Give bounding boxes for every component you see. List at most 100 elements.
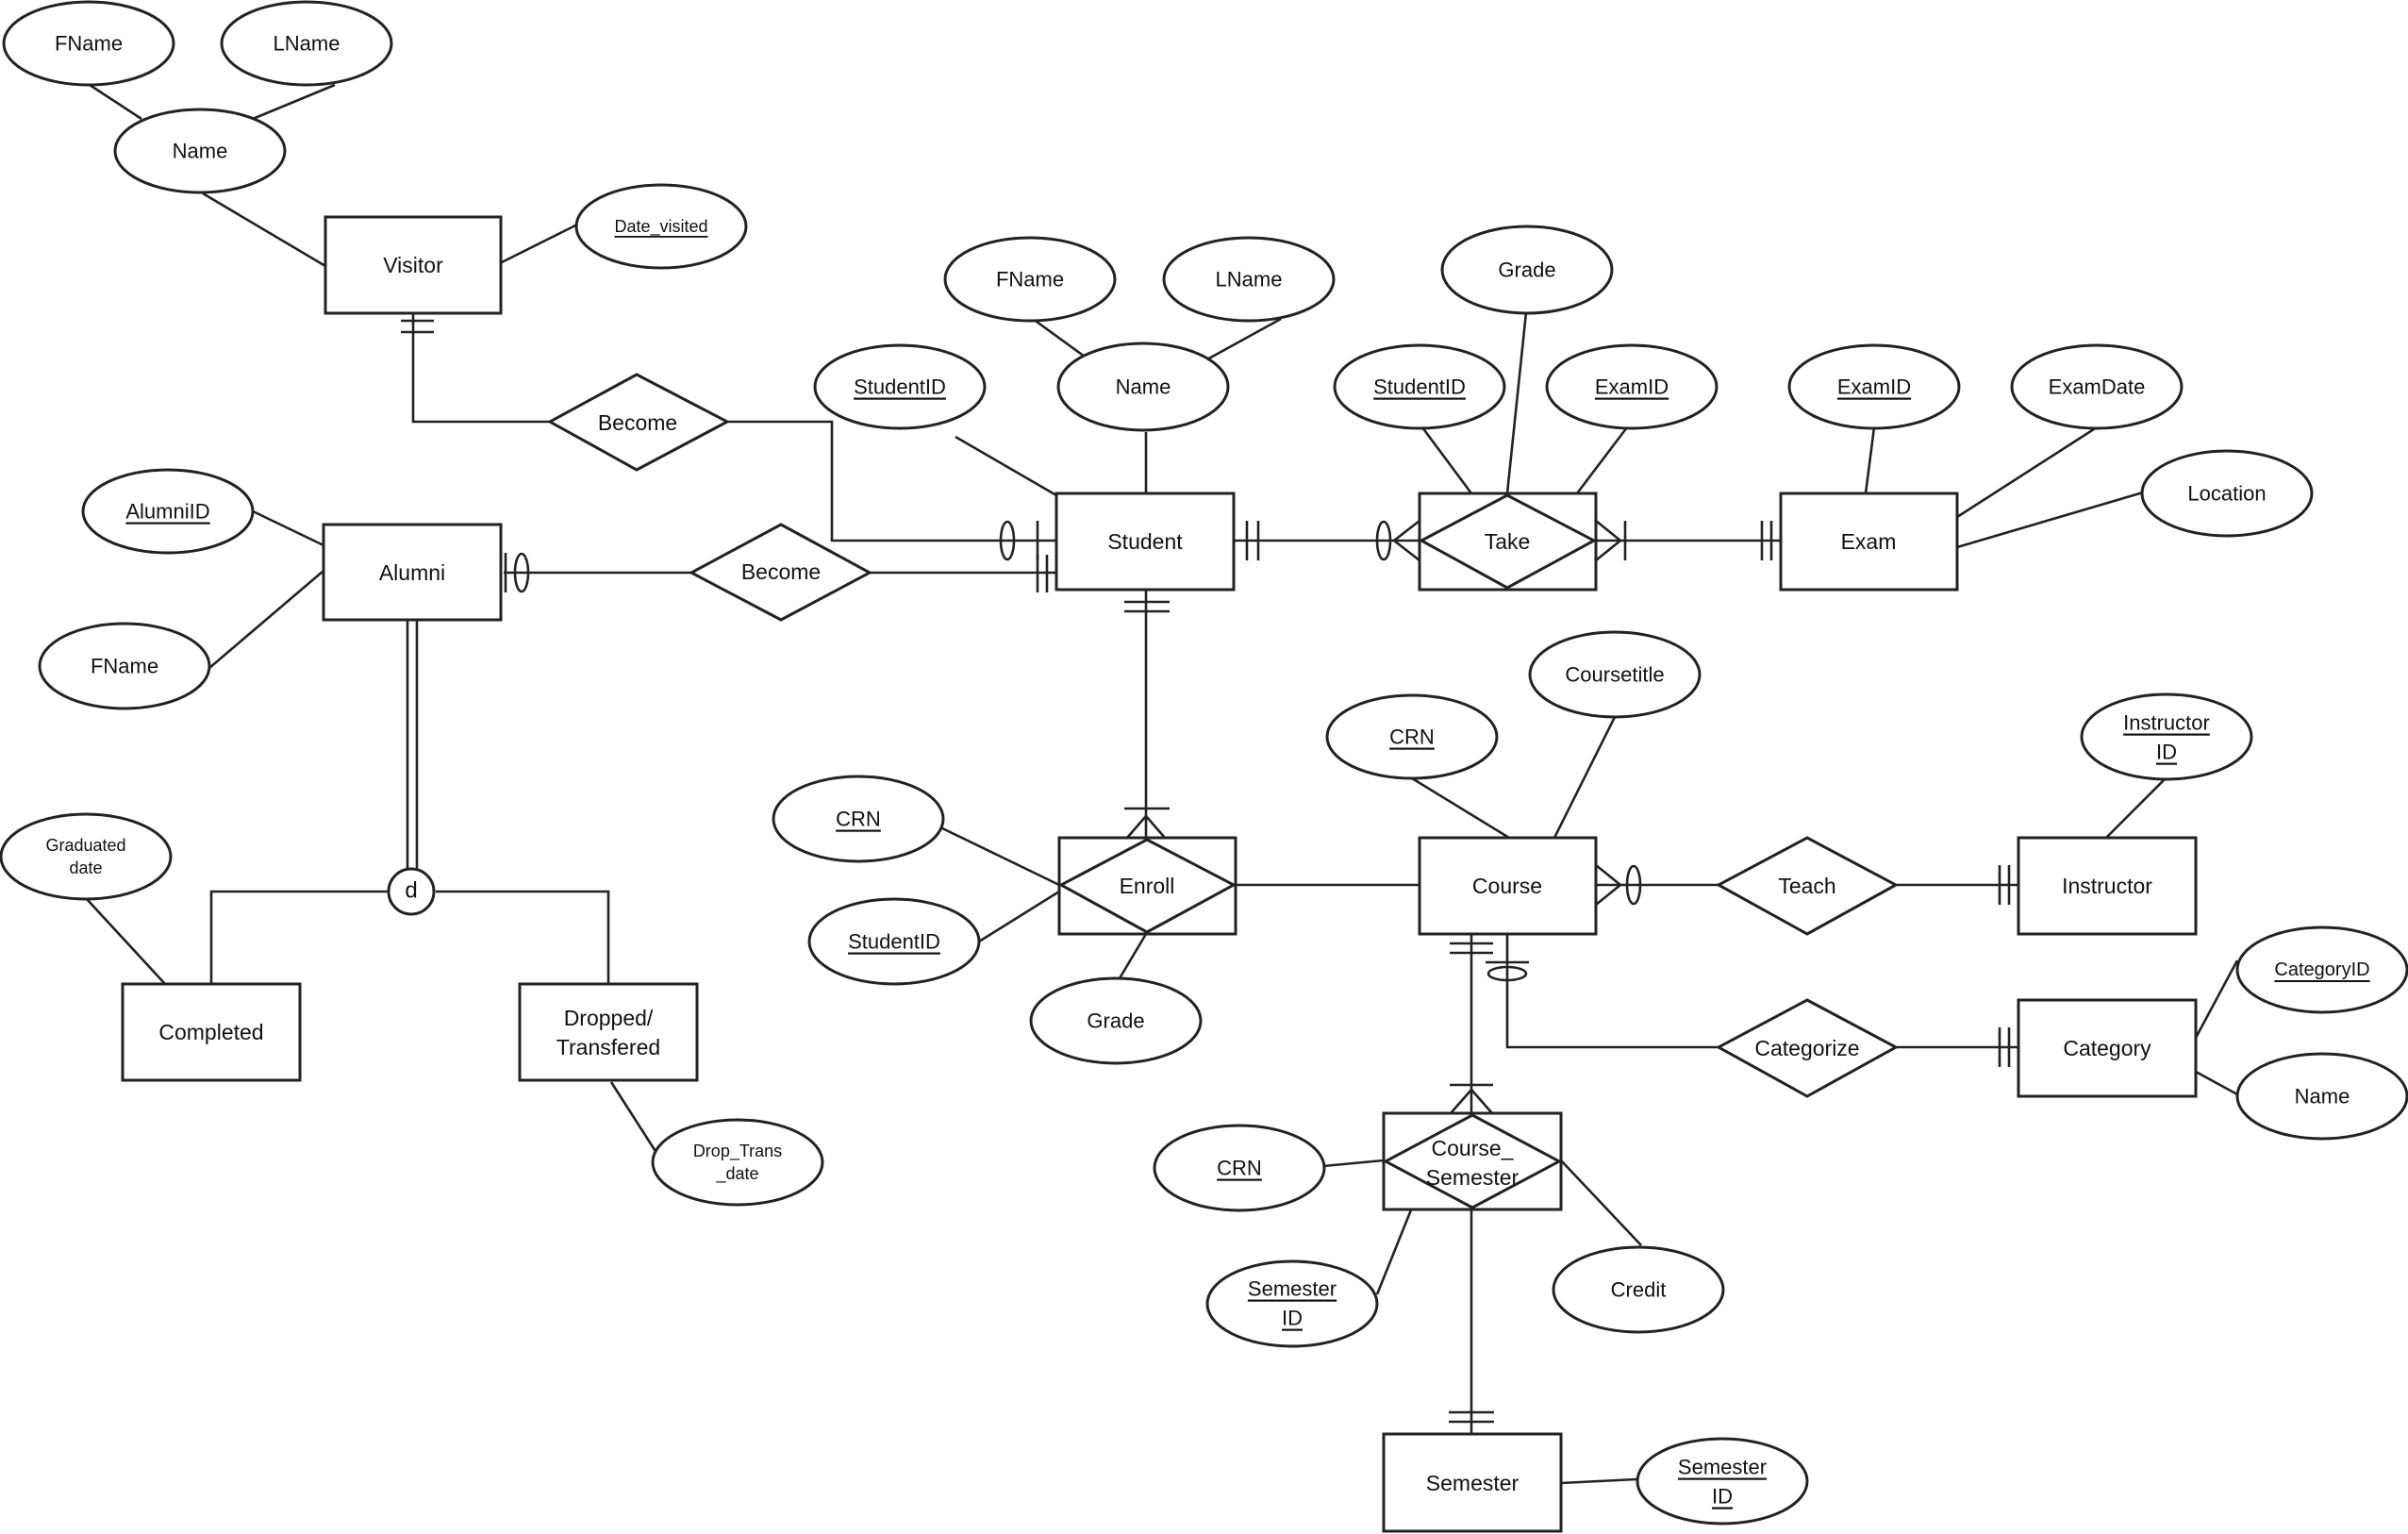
relationship-become-visitor-label: Become [598, 410, 677, 435]
relationship-take-label: Take [1485, 529, 1531, 554]
svg-text:Semester: Semester [1678, 1456, 1767, 1479]
entity-category-label: Category [2063, 1036, 2151, 1060]
svg-text:StudentID: StudentID [848, 930, 940, 954]
attr-visitor-name: Name [113, 108, 287, 194]
attr-enroll-crn: CRN [772, 775, 945, 863]
attr-visitor-fname: FName [2, 0, 175, 87]
entity-instructor-label: Instructor [2062, 874, 2152, 898]
relationship-course-semester-label-1: Course_ [1432, 1136, 1515, 1160]
attr-alumni-fname: FName [38, 622, 211, 710]
attr-take-student-id: StudentID [1333, 343, 1506, 430]
svg-text:ExamID: ExamID [1837, 375, 1911, 399]
relationship-course-semester-label-2: Semester [1426, 1165, 1520, 1190]
attr-student-lname: LName [1162, 236, 1336, 323]
svg-text:ExamDate: ExamDate [2049, 375, 2146, 399]
attr-student-fname: FName [943, 236, 1117, 323]
svg-text:ExamID: ExamID [1595, 375, 1669, 399]
entity-dropped-transfered: Dropped/ Transfered [518, 982, 699, 1082]
attr-drop-trans-date: Drop_Trans _date [651, 1118, 824, 1207]
svg-text:Grade: Grade [1498, 258, 1555, 282]
svg-text:Instructor: Instructor [2123, 711, 2210, 735]
attr-exam-location: Location [2140, 449, 2314, 538]
attr-take-exam-id: ExamID [1545, 343, 1719, 430]
entity-dropped-label-2: Transfered [556, 1035, 660, 1059]
relationship-enroll: Enroll [1057, 836, 1237, 936]
svg-text:Grade: Grade [1087, 1009, 1144, 1033]
svg-text:Graduated: Graduated [45, 836, 125, 855]
relationship-teach-label: Teach [1778, 874, 1835, 898]
relationship-categorize: Categorize [1715, 998, 1900, 1098]
entity-semester-label: Semester [1426, 1471, 1520, 1495]
svg-text:Drop_Trans: Drop_Trans [693, 1142, 782, 1161]
disjoint-circle: d [387, 867, 436, 916]
relationship-become-alumni-label: Become [741, 559, 821, 584]
attr-visitor-lname: LName [220, 0, 393, 87]
cardinality-marks [401, 319, 2011, 1424]
attr-take-grade: Grade [1440, 225, 1614, 315]
svg-text:ID: ID [1712, 1485, 1733, 1509]
attr-category-id: CategoryID [2235, 925, 2408, 1014]
attr-visitor-date-visited: Date_visited [574, 183, 748, 270]
attr-cs-semester-id: Semester ID [1205, 1259, 1379, 1348]
svg-text:Name: Name [2295, 1085, 2350, 1109]
entity-course: Course [1418, 836, 1598, 936]
svg-text:FName: FName [55, 32, 123, 56]
svg-text:_date: _date [715, 1164, 758, 1184]
svg-text:LName: LName [1216, 268, 1283, 292]
attr-course-title: Coursetitle [1528, 630, 1702, 719]
entity-exam: Exam [1779, 492, 1959, 592]
entity-student-label: Student [1107, 529, 1183, 554]
attr-exam-date: ExamDate [2010, 343, 2184, 430]
svg-text:StudentID: StudentID [1373, 375, 1466, 399]
attr-semester-id: Semester ID [1636, 1437, 1809, 1526]
attr-course-crn: CRN [1325, 693, 1499, 780]
entity-course-label: Course [1472, 874, 1542, 898]
entity-category: Category [2017, 998, 2198, 1098]
entity-alumni: Alumni [322, 523, 503, 622]
attr-exam-id: ExamID [1787, 343, 1961, 430]
attr-graduated-date: Graduated date [0, 812, 173, 901]
svg-text:Name: Name [1116, 375, 1171, 399]
relationship-take: Take [1418, 492, 1598, 592]
svg-text:AlumniID: AlumniID [125, 500, 209, 524]
connectors [86, 83, 2239, 1485]
attr-student-id: StudentID [813, 343, 987, 430]
svg-text:Semester: Semester [1248, 1277, 1337, 1301]
relationship-teach: Teach [1715, 836, 1900, 936]
relationship-course-semester: Course_ Semester [1382, 1111, 1563, 1211]
svg-text:ID: ID [1282, 1307, 1303, 1330]
entity-semester: Semester [1382, 1432, 1563, 1533]
attr-enroll-grade: Grade [1029, 976, 1203, 1065]
entity-completed-label: Completed [158, 1020, 263, 1044]
svg-text:Name: Name [173, 140, 228, 163]
entity-alumni-label: Alumni [379, 560, 445, 585]
attr-alumni-id: AlumniID [81, 468, 255, 555]
entity-dropped-label-1: Dropped/ [564, 1006, 654, 1030]
entity-completed: Completed [121, 982, 302, 1082]
svg-text:CRN: CRN [836, 808, 881, 831]
attr-enroll-student-id: StudentID [807, 897, 981, 986]
disjoint-label: d [405, 878, 417, 904]
relationship-enroll-label: Enroll [1120, 874, 1175, 898]
entity-student: Student [1055, 492, 1236, 592]
relationship-categorize-label: Categorize [1754, 1036, 1859, 1060]
attr-instructor-id: Instructor ID [2080, 692, 2253, 781]
svg-text:ID: ID [2156, 741, 2177, 764]
attr-cs-credit: Credit [1552, 1245, 1725, 1334]
svg-text:Coursetitle: Coursetitle [1565, 663, 1664, 687]
attr-student-name: Name [1056, 342, 1230, 432]
entity-exam-label: Exam [1841, 529, 1897, 554]
svg-text:Date_visited: Date_visited [614, 217, 707, 237]
svg-text:FName: FName [91, 655, 158, 678]
entity-visitor: Visitor [324, 215, 503, 315]
svg-text:Location: Location [2187, 482, 2266, 506]
attr-cs-crn: CRN [1153, 1124, 1326, 1212]
svg-text:CRN: CRN [1217, 1157, 1262, 1180]
svg-text:FName: FName [996, 268, 1064, 292]
relationship-become-alumni: Become [688, 523, 873, 622]
svg-text:Credit: Credit [1611, 1278, 1667, 1302]
svg-text:date: date [69, 859, 102, 877]
entity-visitor-label: Visitor [383, 253, 443, 277]
